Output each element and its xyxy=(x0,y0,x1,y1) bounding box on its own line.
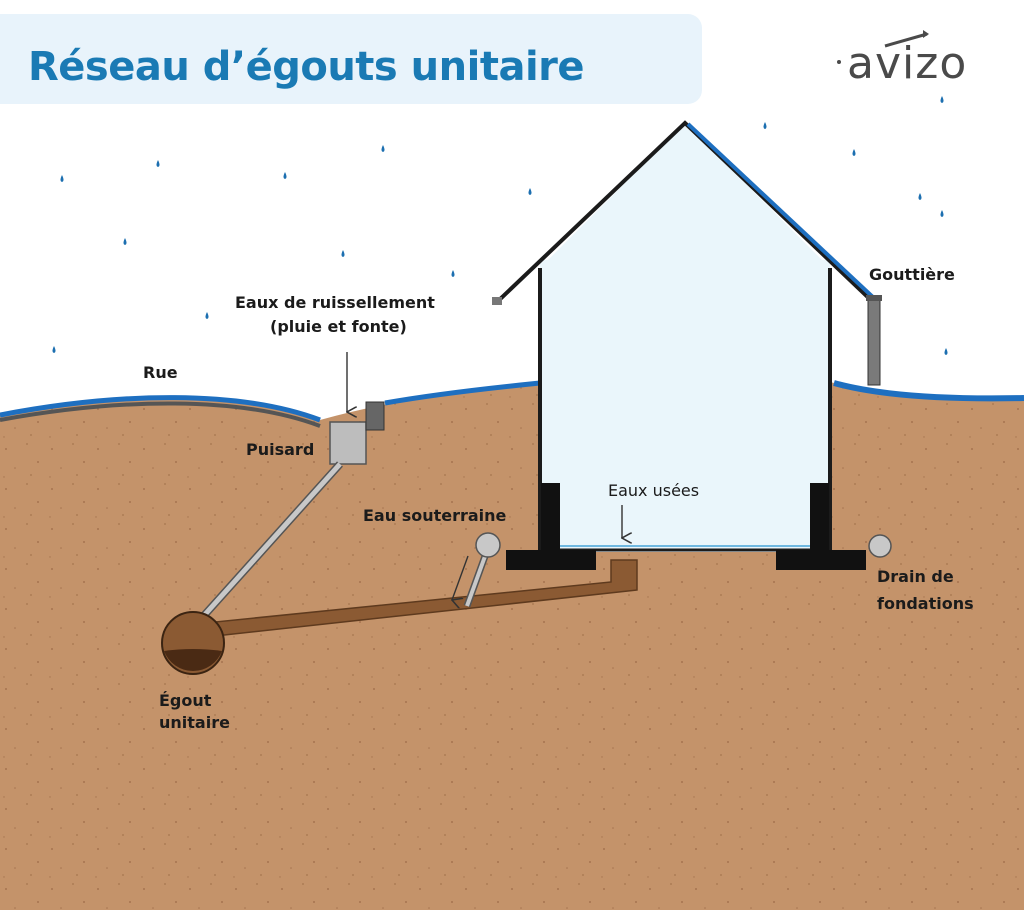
page-title: Réseau d’égouts unitaire xyxy=(28,44,585,90)
rain-drops xyxy=(52,96,948,355)
label-groundwater: Eau souterraine xyxy=(363,506,507,525)
catch-basin xyxy=(329,401,385,465)
ground-water-film xyxy=(384,380,541,406)
label-wastewater: Eaux usées xyxy=(608,481,700,500)
label-street: Rue xyxy=(143,363,178,382)
title-banner: Réseau d’égouts unitaire xyxy=(0,14,702,104)
gutter-downspout xyxy=(866,295,882,386)
street-surface xyxy=(0,395,321,423)
avizo-logo: avizo xyxy=(835,28,1015,89)
groundwater-arrow xyxy=(452,555,469,600)
label-runoff-line1: Eaux de ruissellement xyxy=(235,293,435,312)
house xyxy=(492,120,878,570)
logo-text: avizo xyxy=(847,38,968,89)
label-gutter: Gouttière xyxy=(869,265,955,284)
combined-sewer-pipe xyxy=(161,611,225,675)
house-roof xyxy=(494,120,876,305)
avizo-logo-icon xyxy=(837,30,929,64)
label-foundation-drain-line1: Drain de xyxy=(877,567,954,586)
foundation-left xyxy=(541,483,560,551)
label-sewer-line1: Égout xyxy=(159,691,212,710)
foundation-drain xyxy=(868,534,892,558)
label-foundation-drain-line2: fondations xyxy=(877,594,974,613)
foundation-right xyxy=(810,483,829,551)
label-catch-basin: Puisard xyxy=(246,440,315,459)
label-runoff-line2: (pluie et fonte) xyxy=(270,317,407,336)
label-sewer-line2: unitaire xyxy=(159,713,230,732)
groundwater-pipe xyxy=(463,532,501,608)
